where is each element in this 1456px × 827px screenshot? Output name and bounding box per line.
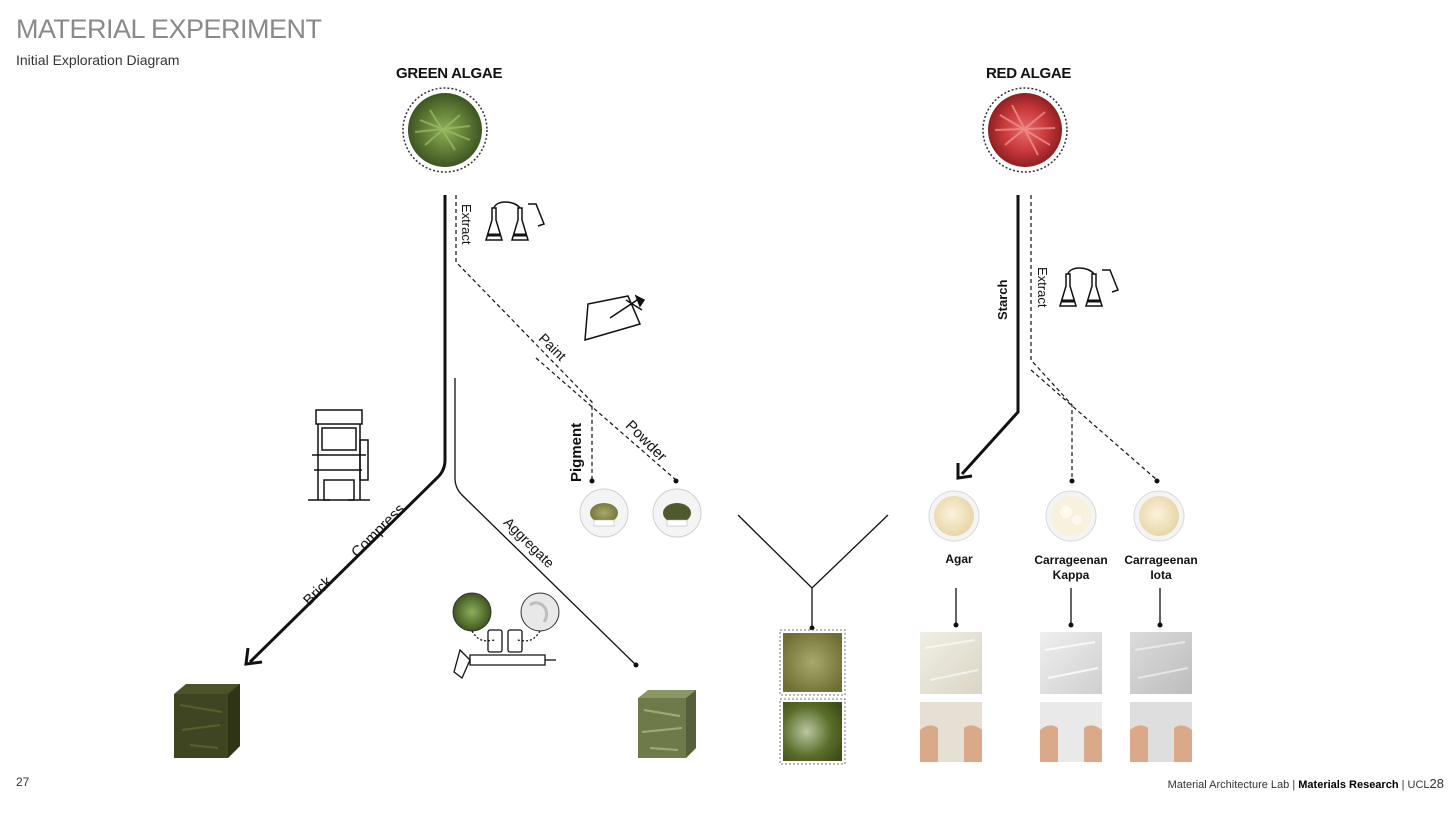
hydraulic-press-icon [308, 409, 370, 501]
footer-lab: Material Architecture Lab | [1167, 779, 1299, 791]
powder-dish [652, 488, 702, 538]
extract-label-red: Extract [1035, 267, 1050, 308]
composite-sample-image [779, 629, 846, 765]
starch-path [956, 195, 1020, 480]
agar-dish [928, 490, 980, 542]
aggregate-mixer-icon [452, 592, 560, 680]
green-algae-title: GREEN ALGAE [396, 65, 503, 82]
green-algae-image [402, 87, 488, 173]
page-subtitle: Initial Exploration Diagram [16, 52, 180, 68]
flask-icon [484, 201, 545, 241]
page-number-left: 27 [16, 775, 30, 789]
footer-credits: Material Architecture Lab | Materials Re… [1168, 776, 1444, 791]
extract-label-green: Extract [459, 204, 474, 245]
page-number-right: 28 [1429, 776, 1444, 791]
extract-path-green [455, 195, 679, 484]
carrageenan-kappa-film-image [1040, 632, 1102, 762]
aggregate-path [454, 378, 639, 668]
agar-label: Agar [945, 552, 973, 566]
flask-icon [1058, 267, 1119, 307]
page-title: MATERIAL EXPERIMENT [16, 14, 322, 44]
carrageenan-kappa-dish [1045, 490, 1097, 542]
carrageenan-iota-film-image [1130, 632, 1192, 762]
agar-film-image [920, 632, 982, 762]
starch-label: Starch [995, 279, 1010, 320]
compressed-brick-image [174, 684, 240, 758]
composite-branch [737, 514, 889, 631]
carrageenan-iota-dish [1133, 490, 1185, 542]
brick-path [244, 195, 447, 666]
extract-path-red [1030, 195, 1160, 484]
footer-sep: | UCL [1398, 779, 1430, 791]
film-connectors [953, 588, 1163, 628]
red-algae-title: RED ALGAE [986, 65, 1072, 82]
pigment-dish [579, 488, 629, 538]
pigment-label: Pigment [568, 422, 585, 482]
aggregate-block-image [638, 690, 696, 758]
paint-brush-icon [584, 294, 646, 342]
footer-research: Materials Research [1298, 779, 1399, 791]
red-algae-image [982, 87, 1068, 173]
